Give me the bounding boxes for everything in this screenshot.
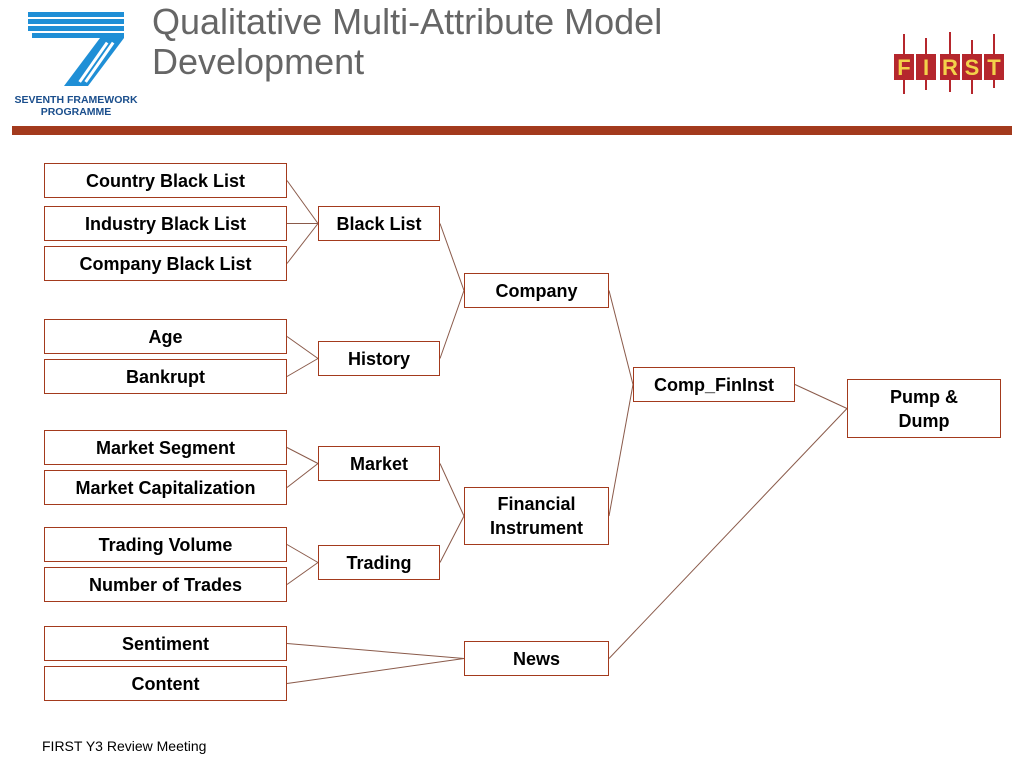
footer-text: FIRST Y3 Review Meeting <box>42 738 207 754</box>
node-company-black-list: Company Black List <box>44 246 287 281</box>
first-logo: F I R S T <box>894 32 1004 94</box>
node-market: Market <box>318 446 440 481</box>
logo-fp-line1: SEVENTH FRAMEWORK <box>14 94 138 106</box>
node-industry-black-list: Industry Black List <box>44 206 287 241</box>
node-content: Content <box>44 666 287 701</box>
header-divider <box>12 126 1012 135</box>
node-black-list: Black List <box>318 206 440 241</box>
node-market-capitalization: Market Capitalization <box>44 470 287 505</box>
node-comp-fininst: Comp_FinInst <box>633 367 795 402</box>
edge-trading_volume-to-trading <box>286 544 319 563</box>
page-title: Qualitative Multi-Attribute Model Develo… <box>152 1 663 82</box>
edge-age-to-history <box>286 336 319 359</box>
edge-country_black_list-to-black_list <box>286 180 319 224</box>
edge-market-to-financial_instrument <box>439 463 465 517</box>
first-letter-i: I <box>923 55 929 80</box>
node-sentiment: Sentiment <box>44 626 287 661</box>
seventh-framework-programme-logo: SEVENTH FRAMEWORK PROGRAMME <box>14 12 138 118</box>
edge-trading-to-financial_instrument <box>439 515 465 563</box>
node-country-black-list: Country Black List <box>44 163 287 198</box>
node-financial-instrument: Financial Instrument <box>464 487 609 545</box>
node-pump-dump: Pump & Dump <box>847 379 1001 438</box>
edge-company-to-comp_fininst <box>608 290 634 385</box>
node-age: Age <box>44 319 287 354</box>
edge-news-to-pump_dump <box>608 408 848 659</box>
node-bankrupt: Bankrupt <box>44 359 287 394</box>
edge-history-to-company <box>439 290 465 359</box>
edge-financial_instrument-to-comp_fininst <box>608 384 634 517</box>
node-company: Company <box>464 273 609 308</box>
edge-bankrupt-to-history <box>286 358 319 377</box>
logo-fp-line2: PROGRAMME <box>41 106 112 118</box>
node-news: News <box>464 641 609 676</box>
first-letter-s: S <box>965 55 980 80</box>
node-history: History <box>318 341 440 376</box>
node-number-of-trades: Number of Trades <box>44 567 287 602</box>
edge-market_segment-to-market <box>286 447 319 464</box>
first-letter-f: F <box>897 55 910 80</box>
edge-black_list-to-company <box>439 223 465 291</box>
edge-company_black_list-to-black_list <box>286 223 319 264</box>
edge-number_of_trades-to-trading <box>286 562 319 585</box>
node-trading: Trading <box>318 545 440 580</box>
first-letter-r: R <box>942 55 958 80</box>
first-letter-t: T <box>987 55 1001 80</box>
edge-content-to-news <box>286 658 465 684</box>
node-market-segment: Market Segment <box>44 430 287 465</box>
edge-sentiment-to-news <box>286 643 465 659</box>
node-trading-volume: Trading Volume <box>44 527 287 562</box>
edge-market_capitalization-to-market <box>286 463 319 488</box>
edge-comp_fininst-to-pump_dump <box>794 384 848 409</box>
